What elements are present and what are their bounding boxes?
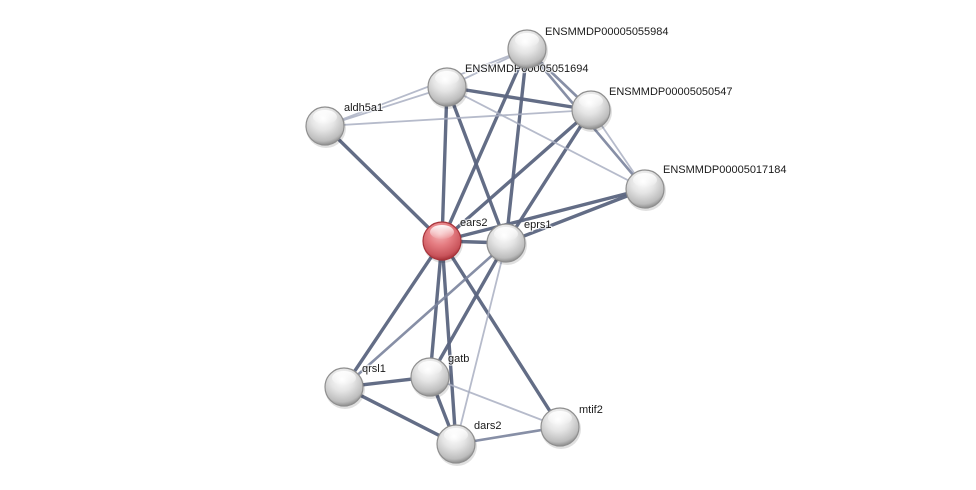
edge-ears2-ENSMMDP00005051694[interactable] <box>440 85 449 243</box>
node-ENSMMDP00005051694[interactable]: ENSMMDP00005051694 <box>427 62 590 109</box>
edge-aldh5a1-ENSMMDP00005050547[interactable] <box>324 109 592 127</box>
node-gloss <box>435 71 459 85</box>
edge-eprs1-ENSMMDP00005055984[interactable] <box>504 47 529 245</box>
node-qrsl1[interactable]: qrsl1 <box>324 362 387 409</box>
node-gloss <box>332 371 356 385</box>
edge-qrsl1-dars2[interactable] <box>342 385 458 446</box>
node-gloss <box>444 428 468 442</box>
edge-eprs1-ENSMMDP00005051694[interactable] <box>445 85 508 245</box>
node-gloss <box>494 227 518 241</box>
node-label-ears2: ears2 <box>460 217 488 229</box>
node-label-eprs1: eprs1 <box>524 219 552 231</box>
edge-eprs1-qrsl1[interactable] <box>342 241 508 389</box>
edge-eprs1-gatb[interactable] <box>428 241 508 379</box>
node-gloss <box>515 33 539 47</box>
edge-ears2-mtif2[interactable] <box>440 239 562 429</box>
node-ENSMMDP00005055984[interactable]: ENSMMDP00005055984 <box>507 25 670 71</box>
node-dars2[interactable]: dars2 <box>436 419 503 466</box>
node-gatb[interactable]: gatb <box>410 352 471 399</box>
node-gloss <box>313 110 337 124</box>
node-gloss <box>579 94 603 108</box>
node-label-ENSMMDP00005050547: ENSMMDP00005050547 <box>609 86 733 98</box>
node-label-gatb: gatb <box>448 353 469 365</box>
node-aldh5a1[interactable]: aldh5a1 <box>305 101 384 148</box>
node-gloss <box>548 411 572 425</box>
node-mtif2[interactable]: mtif2 <box>540 403 604 449</box>
node-gloss <box>418 361 442 375</box>
node-label-qrsl1: qrsl1 <box>362 363 386 375</box>
node-label-dars2: dars2 <box>474 420 502 432</box>
node-label-mtif2: mtif2 <box>579 404 603 416</box>
node-label-ENSMMDP00005055984: ENSMMDP00005055984 <box>545 26 669 38</box>
edge-eprs1-ENSMMDP00005050547[interactable] <box>504 108 593 245</box>
edge-ears2-gatb[interactable] <box>428 239 444 379</box>
node-eprs1[interactable]: eprs1 <box>486 218 553 265</box>
edge-gatb-mtif2[interactable] <box>429 376 561 428</box>
node-gloss <box>430 225 454 239</box>
node-ears2[interactable]: ears2 <box>422 216 489 263</box>
edge-ears2-ENSMMDP00005055984[interactable] <box>440 47 529 243</box>
node-ENSMMDP00005050547[interactable]: ENSMMDP00005050547 <box>571 85 734 132</box>
edge-eprs1-dars2[interactable] <box>455 242 507 445</box>
edge-aldh5a1-ENSMMDP00005055984[interactable] <box>324 48 528 127</box>
edge-ears2-aldh5a1[interactable] <box>323 124 444 243</box>
node-gloss <box>633 173 657 187</box>
edge-ears2-ENSMMDP00005050547[interactable] <box>440 108 593 243</box>
node-label-aldh5a1: aldh5a1 <box>344 102 383 114</box>
edge-ears2-ENSMMDP00005017184[interactable] <box>440 187 647 243</box>
edge-aldh5a1-ENSMMDP00005051694[interactable] <box>324 86 448 127</box>
edge-ENSMMDP00005051694-ENSMMDP00005050547[interactable] <box>445 85 593 112</box>
edge-eprs1-ENSMMDP00005017184[interactable] <box>504 187 647 245</box>
edge-ears2-qrsl1[interactable] <box>342 239 444 389</box>
edge-ENSMMDP00005051694-ENSMMDP00005017184[interactable] <box>446 86 646 190</box>
node-ENSMMDP00005017184[interactable]: ENSMMDP00005017184 <box>625 163 788 211</box>
node-label-ENSMMDP00005051694: ENSMMDP00005051694 <box>465 63 589 75</box>
node-label-ENSMMDP00005017184: ENSMMDP00005017184 <box>663 164 787 176</box>
